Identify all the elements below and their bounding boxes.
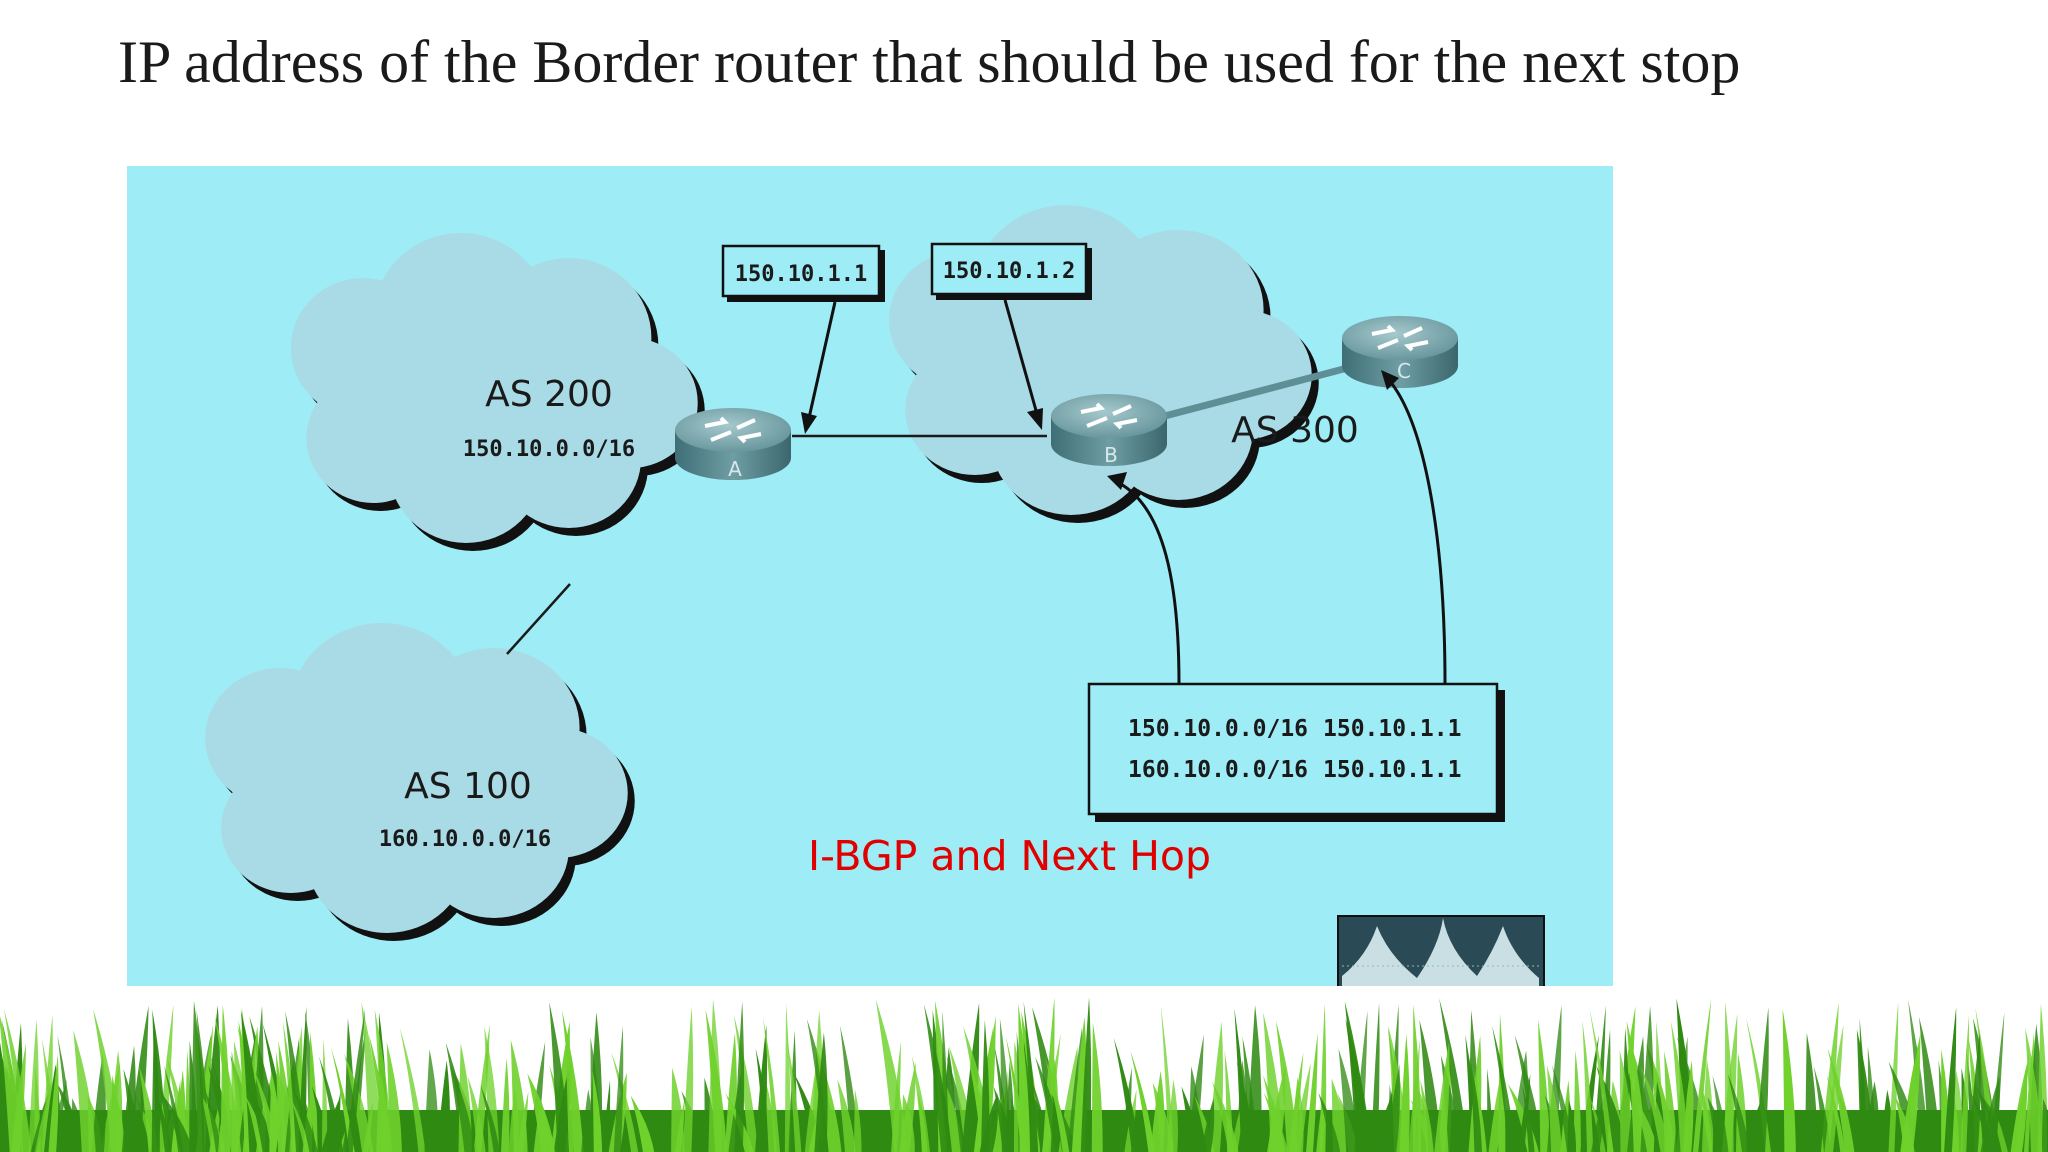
ip-callout-b-text: 150.10.1.2 bbox=[943, 259, 1075, 284]
thumbnail-icon bbox=[1337, 915, 1545, 986]
table-arrow-to-c bbox=[1381, 370, 1447, 685]
network-diagram: A B C AS 200 150.10.0.0/16 AS 300 AS 100… bbox=[205, 205, 1545, 986]
router-a-label: A bbox=[728, 457, 742, 481]
router-c-label: C bbox=[1397, 359, 1411, 383]
as100-prefix: 160.10.0.0/16 bbox=[379, 827, 551, 852]
routing-row-2-next-hop: 150.10.1.1 bbox=[1323, 757, 1461, 783]
as200-prefix: 150.10.0.0/16 bbox=[463, 437, 635, 462]
page-title: IP address of the Border router that sho… bbox=[118, 29, 1741, 95]
routing-row-1-next-hop: 150.10.1.1 bbox=[1323, 716, 1461, 742]
routing-table: 150.10.0.0/16 150.10.1.1 160.10.0.0/16 1… bbox=[1087, 682, 1505, 822]
as200-name: AS 200 bbox=[485, 374, 613, 415]
callout-arrow-a bbox=[801, 301, 837, 434]
grass-decoration bbox=[0, 997, 2048, 1152]
router-a: A bbox=[675, 408, 791, 481]
as100-name: AS 100 bbox=[404, 766, 532, 807]
link-as200-as100 bbox=[506, 583, 571, 655]
router-b-label: B bbox=[1104, 443, 1118, 467]
routing-row-1-network: 150.10.0.0/16 bbox=[1128, 716, 1308, 742]
ip-callout-router-b: 150.10.1.2 bbox=[930, 242, 1092, 300]
as300-name: AS 300 bbox=[1231, 410, 1359, 451]
ip-callout-a-text: 150.10.1.1 bbox=[735, 262, 867, 287]
router-c: C bbox=[1342, 316, 1458, 388]
ip-callout-router-a: 150.10.1.1 bbox=[721, 244, 885, 302]
table-arrow-to-b bbox=[1107, 472, 1181, 685]
diagram-caption: I-BGP and Next Hop bbox=[808, 832, 1212, 880]
router-b: B bbox=[1051, 394, 1167, 467]
routing-row-2-network: 160.10.0.0/16 bbox=[1128, 757, 1308, 783]
callout-arrow-b bbox=[1003, 299, 1043, 430]
network-diagram-panel: A B C AS 200 150.10.0.0/16 AS 300 AS 100… bbox=[127, 166, 1613, 986]
